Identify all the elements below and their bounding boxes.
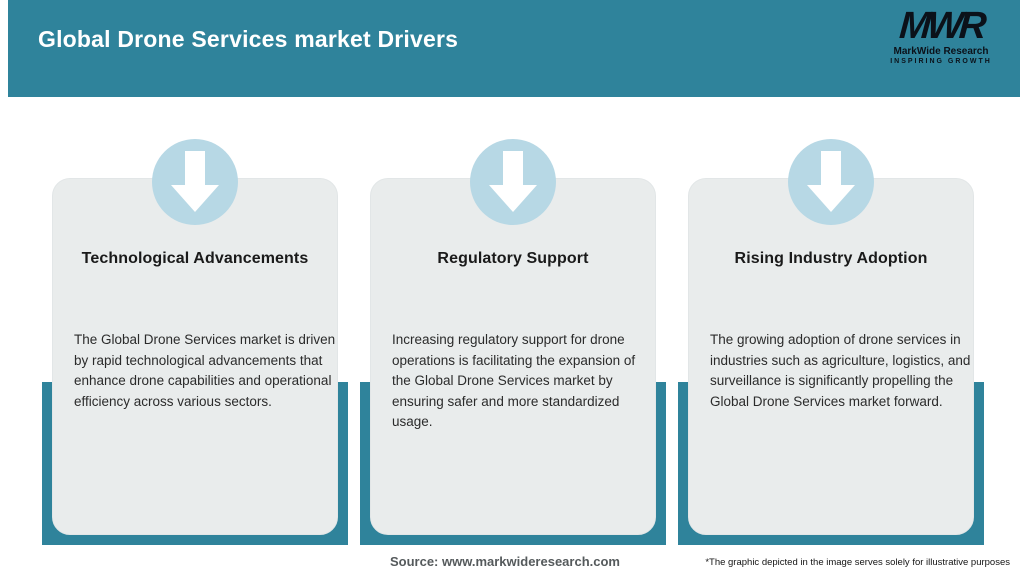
- card-title: Regulatory Support: [437, 250, 589, 267]
- disclaimer-text: *The graphic depicted in the image serve…: [705, 557, 1010, 568]
- logo-name: MarkWide Research: [893, 46, 989, 57]
- card-panel: [52, 178, 338, 535]
- markwide-logo: MWR MarkWide Research INSPIRING GROWTH: [886, 5, 996, 66]
- card-body-text: The growing adoption of drone services i…: [710, 332, 971, 409]
- source-text: Source: www.markwideresearch.com: [389, 554, 620, 569]
- card-body-text: Increasing regulatory support for drone …: [392, 332, 636, 429]
- driver-card-technological-advancements: Technological Advancements The Global Dr…: [42, 0, 348, 576]
- arrow-down-icon: [470, 139, 556, 225]
- page-title: Global Drone Services market Drivers: [38, 26, 459, 52]
- card-body-text: The Global Drone Services market is driv…: [74, 332, 336, 409]
- header-bar: Global Drone Services market Drivers MWR…: [8, 0, 1020, 97]
- logo-tagline: INSPIRING GROWTH: [890, 58, 992, 65]
- card-panel: [688, 178, 974, 535]
- driver-card-rising-industry-adoption: Rising Industry Adoption The growing ado…: [678, 0, 984, 576]
- card-title: Technological Advancements: [81, 250, 309, 267]
- driver-card-regulatory-support: Regulatory Support Increasing regulatory…: [360, 0, 666, 576]
- card-panel: [370, 178, 656, 535]
- arrow-down-icon: [788, 139, 874, 225]
- card-title: Rising Industry Adoption: [734, 250, 928, 267]
- arrow-down-icon: [152, 139, 238, 225]
